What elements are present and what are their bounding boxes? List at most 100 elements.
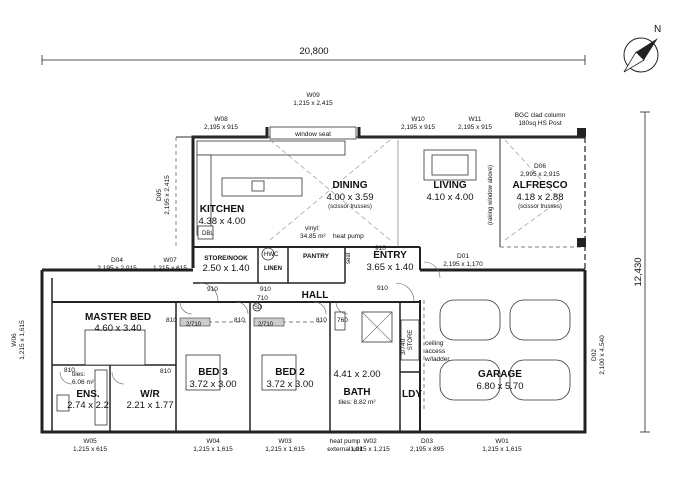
alfresco-outline xyxy=(499,128,586,248)
w11-size: 2,195 x 915 xyxy=(458,124,492,131)
w07-id: W07 xyxy=(163,257,177,264)
exterior-walls xyxy=(40,127,587,434)
bath-tiles: tiles: 8.82 m² xyxy=(338,399,376,406)
d02-id: D02 xyxy=(591,349,598,361)
w09-size: 1,215 x 2,415 xyxy=(293,100,333,107)
bath-fixtures xyxy=(334,311,393,343)
w05-id: W05 xyxy=(83,438,97,445)
w03-size: 1,215 x 1,615 xyxy=(265,446,305,453)
wr-name: W/R xyxy=(140,389,160,400)
smoke-detector: SD xyxy=(252,302,263,312)
w06-size: 1,215 x 1,615 xyxy=(19,320,26,360)
linen-name: LINEN xyxy=(264,266,282,272)
room-alfresco: ALFRESCO 4.18 x 2.88 (scissor trusses) xyxy=(513,180,568,210)
door-d03: D03 2,195 x 895 xyxy=(410,438,444,453)
bath-size: 4.41 x 2.00 xyxy=(333,369,380,380)
w06-id: W06 xyxy=(11,333,18,347)
bed3-name: BED 3 xyxy=(198,367,228,378)
opening-810-e: 810 xyxy=(160,368,171,375)
opening-910-a: 910 xyxy=(207,286,218,293)
room-dining: DINING 4.00 x 3.59 (scissor trusses) xyxy=(326,180,373,210)
d06-size: 2,995 x 2,915 xyxy=(520,171,560,178)
room-bed2: BED 2 3.72 x 3.00 xyxy=(266,367,313,390)
room-garage: GARAGE 6.80 x 5.70 xyxy=(476,369,523,392)
north-arrow-icon: N xyxy=(623,24,661,73)
door-d04: D04 2,195 x 2,015 xyxy=(97,257,137,272)
kitchen-name: KITCHEN xyxy=(200,204,244,215)
w02-id: W02 xyxy=(363,438,377,445)
d02-size: 2,100 x 4,540 xyxy=(599,335,606,375)
bed2-furniture xyxy=(261,354,297,391)
opening-810-a: 810 xyxy=(234,317,245,324)
master-bed-furniture xyxy=(84,329,146,366)
room-store-nook: STORE/NOOK 2.50 x 1.40 xyxy=(202,255,249,274)
alfresco-note: (scissor trusses) xyxy=(518,204,562,210)
window-w09: W09 1,215 x 2,415 xyxy=(293,92,333,107)
room-pantry: PANTRY xyxy=(303,253,330,260)
w10-id: W10 xyxy=(411,116,425,123)
room-bath: 4.41 x 2.00 BATH tiles: 8.82 m² xyxy=(333,369,380,406)
garage-name: GARAGE xyxy=(478,369,522,380)
ceiling-access-note-1: ceiling xyxy=(425,340,444,347)
opening-910-c: 910 xyxy=(375,245,386,252)
d03-id: D03 xyxy=(421,438,433,445)
robe-door-a: 2/710 xyxy=(186,322,202,328)
dining-name: DINING xyxy=(333,180,368,191)
ensuite-fixtures xyxy=(56,369,108,426)
w04-size: 1,215 x 1,615 xyxy=(193,446,233,453)
hall-name: HALL xyxy=(302,290,329,301)
w11-id: W11 xyxy=(469,116,482,123)
w01-size: 1,215 x 1,615 xyxy=(482,446,522,453)
door-d05: D05 2,195 x 2,415 xyxy=(156,175,171,215)
w04-id: W04 xyxy=(206,438,220,445)
dining-size: 4.00 x 3.59 xyxy=(326,192,373,203)
d06-id: D06 xyxy=(534,163,546,170)
room-linen: LINEN xyxy=(264,266,282,272)
sd-label: SD xyxy=(254,305,263,311)
window-w04: W04 1,215 x 1,615 xyxy=(193,438,233,453)
w05-size: 1,215 x 615 xyxy=(73,446,107,453)
d04-id: D04 xyxy=(111,257,123,264)
room-kitchen: KITCHEN 4.38 x 4.00 xyxy=(198,204,245,227)
w01-id: W01 xyxy=(495,438,509,445)
opening-910-b: 910 xyxy=(260,286,271,293)
heat-pump-external-note-1: heat pump xyxy=(330,438,361,445)
door-d02: D02 2,100 x 4,540 xyxy=(591,335,606,375)
living-furniture xyxy=(423,149,477,181)
bgc-column-note-1: BGC clad column xyxy=(515,112,566,119)
raking-window-note: (raking window above) xyxy=(488,165,494,225)
fridge-label: DBL xyxy=(202,231,214,237)
kitchen-size: 4.38 x 4.00 xyxy=(198,216,245,227)
vinyl-area-note: 34.85 m² xyxy=(300,233,326,240)
window-w11: W11 2,195 x 915 xyxy=(458,116,492,131)
window-w08: W08 2,195 x 915 xyxy=(204,116,238,131)
room-hall: HALL xyxy=(302,290,329,301)
window-w05: W05 1,215 x 615 xyxy=(73,438,107,453)
living-name: LIVING xyxy=(433,180,467,191)
ldy-name: LDY xyxy=(402,389,422,400)
garage-size: 6.80 x 5.70 xyxy=(476,381,523,392)
window-w02: W02 1,215 x 1,215 xyxy=(350,438,390,453)
d03-size: 2,195 x 895 xyxy=(410,446,444,453)
room-bed3: BED 3 3.72 x 3.00 xyxy=(189,367,236,390)
entry-name: ENTRY xyxy=(373,250,407,261)
room-ldy: LDY xyxy=(402,389,422,400)
door-swings xyxy=(59,261,441,385)
window-w03: W03 1,215 x 1,615 xyxy=(265,438,305,453)
ens-size: 2.74 x 2.2 xyxy=(67,400,109,411)
overall-width-label: 20,800 xyxy=(299,46,328,57)
w10-size: 2,195 x 915 xyxy=(401,124,435,131)
w09-id: W09 xyxy=(306,92,320,99)
ens-tiles-area: 6.06 m² xyxy=(72,379,95,386)
w07-size: 1,215 x 615 xyxy=(153,265,187,272)
opening-710: 710 xyxy=(257,295,268,302)
bed3-size: 3.72 x 3.00 xyxy=(189,379,236,390)
opening-760: 760 xyxy=(337,317,348,324)
hwc-label: HWC xyxy=(264,252,279,258)
d01-size: 2,195 x 1,170 xyxy=(443,261,483,268)
overall-width-dimension: 20,800 xyxy=(41,46,586,65)
bgc-column-note-2: 180sq HS Post xyxy=(518,120,562,127)
garage-cars xyxy=(423,299,571,410)
store-cupboard xyxy=(400,319,420,361)
